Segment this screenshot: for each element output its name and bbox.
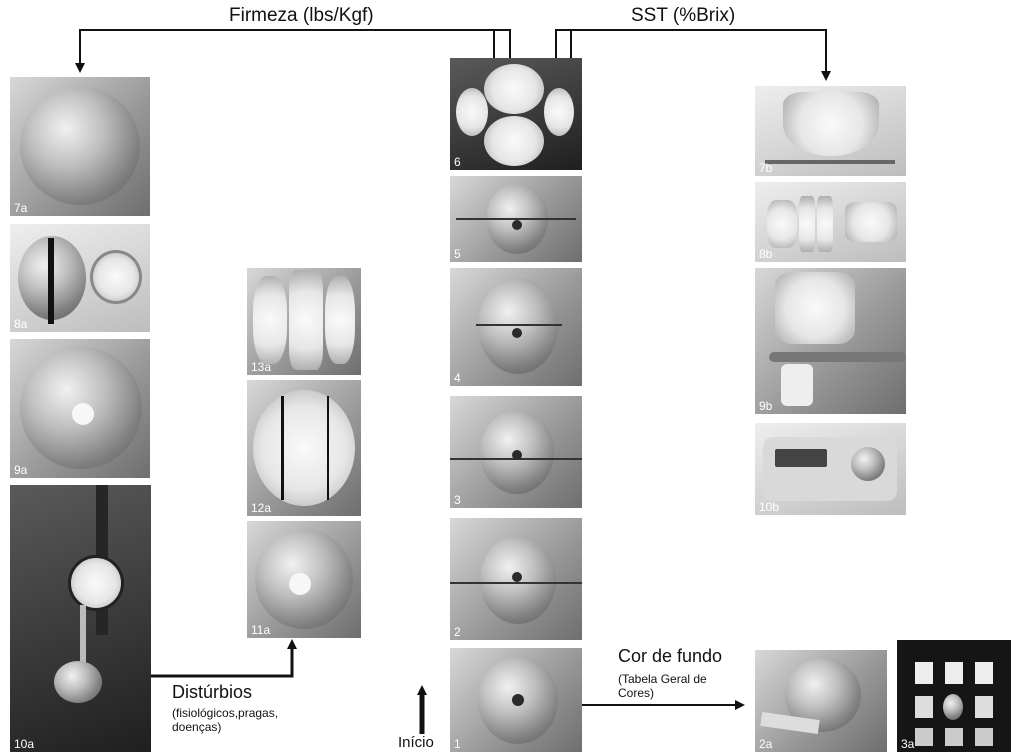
panel-label-10b: 10b	[759, 501, 779, 513]
panel-label-3a: 3a	[901, 738, 914, 750]
photo-panel-8a: 8a	[10, 224, 150, 332]
panel-label-7a: 7a	[14, 202, 27, 214]
panel-label-11a: 11a	[251, 624, 270, 636]
apple-peel	[765, 160, 895, 164]
cut-wire	[476, 324, 562, 326]
panel-label-12a: 12a	[251, 502, 271, 514]
cut-line	[327, 396, 329, 500]
panel-label-5: 5	[454, 248, 461, 260]
photo-panel-1: 1	[450, 648, 582, 752]
apple-calyx	[512, 694, 524, 706]
apple-calyx	[512, 220, 522, 230]
photo-panel-10b: 10b	[755, 423, 906, 515]
apple	[54, 661, 102, 703]
penetrometer-dial	[68, 555, 124, 611]
sst-heading: SST (%Brix)	[631, 5, 735, 27]
panel-label-3: 3	[454, 494, 461, 506]
apple-slice	[767, 200, 797, 248]
photo-panel-3: 3	[450, 396, 582, 508]
photo-panel-7b: 7b	[755, 86, 906, 176]
panel-label-2: 2	[454, 626, 461, 638]
firmeza-heading: Firmeza (lbs/Kgf)	[229, 5, 374, 27]
peeler-blade	[48, 238, 54, 324]
photo-panel-10a: 10a	[10, 485, 151, 752]
apple-cross-section	[253, 390, 355, 506]
apple-sample	[943, 694, 963, 720]
apple-slice	[253, 276, 287, 364]
peeler-ring	[90, 250, 142, 304]
photo-panel-2a: 2a	[755, 650, 887, 752]
panel-label-1: 1	[454, 738, 461, 750]
photo-panel-7a: 7a	[10, 77, 150, 216]
color-chart-swatch	[945, 728, 963, 746]
apple-slice	[325, 276, 355, 364]
apple-slice	[817, 196, 833, 252]
photo-panel-11a: 11a	[247, 521, 361, 638]
apple-calyx	[512, 450, 522, 460]
panel-label-13a: 13a	[251, 361, 271, 373]
inicio-label: Início	[398, 734, 434, 751]
cut-line	[281, 396, 284, 500]
panel-label-6: 6	[454, 156, 461, 168]
garlic-press	[769, 352, 906, 362]
color-chart-swatch	[975, 696, 993, 718]
color-chart-swatch	[915, 696, 933, 718]
photo-panel-4: 4	[450, 268, 582, 386]
apple-piece	[775, 272, 855, 344]
photo-panel-2: 2	[450, 518, 582, 640]
photo-panel-12a: 12a	[247, 380, 361, 516]
peeled-spot	[72, 403, 94, 425]
apple-slice	[484, 116, 544, 166]
apple-slice	[289, 270, 323, 370]
apple-slice	[544, 88, 574, 136]
collection-cup	[781, 364, 813, 406]
cor-de-fundo-label: Cor de fundo	[618, 646, 722, 667]
photo-panel-8b: 8b	[755, 182, 906, 262]
apple-slice	[845, 202, 897, 242]
panel-label-7b: 7b	[759, 162, 772, 174]
panel-label-9a: 9a	[14, 464, 27, 476]
color-chart-swatch	[945, 662, 963, 684]
panel-label-9b: 9b	[759, 400, 772, 412]
photo-panel-3a: 3a	[897, 640, 1011, 752]
panel-label-10a: 10a	[14, 738, 34, 750]
panel-label-4: 4	[454, 372, 461, 384]
photo-panel-6: 6	[450, 58, 582, 170]
peeled-spot	[289, 573, 311, 595]
color-chart-swatch	[915, 662, 933, 684]
cor-de-fundo-note: (Tabela Geral de Cores)	[618, 672, 714, 700]
apple-slice	[456, 88, 488, 136]
panel-label-2a: 2a	[759, 738, 772, 750]
apple	[20, 87, 140, 205]
photo-panel-13a: 13a	[247, 268, 361, 375]
photo-panel-9a: 9a	[10, 339, 150, 478]
apple-wedge	[783, 92, 879, 156]
color-chart-swatch	[975, 728, 993, 746]
apple-slice	[799, 196, 815, 252]
color-chart-swatch	[975, 662, 993, 684]
apple	[478, 278, 558, 374]
apple-calyx	[512, 328, 522, 338]
photo-panel-9b: 9b	[755, 268, 906, 414]
photo-panel-5: 5	[450, 176, 582, 262]
disturbios-label: Distúrbios	[172, 682, 252, 703]
cut-wire	[450, 582, 582, 584]
disturbios-note: (fisiológicos,pragas, doenças)	[172, 706, 322, 734]
refractometer-well	[851, 447, 885, 481]
apple-slice	[484, 64, 544, 114]
panel-label-8b: 8b	[759, 248, 772, 260]
panel-label-8a: 8a	[14, 318, 27, 330]
color-chart-swatch	[915, 728, 933, 746]
refractometer-display	[775, 449, 827, 467]
apple-calyx	[512, 572, 522, 582]
